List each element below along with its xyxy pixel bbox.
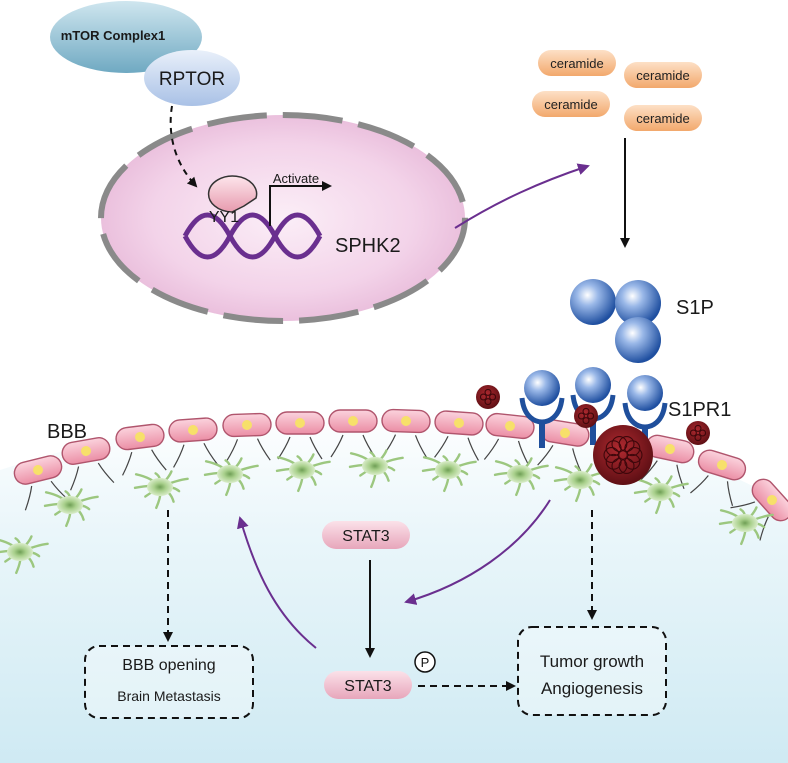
astrocyte bbox=[493, 457, 549, 497]
tumor-cluster bbox=[686, 421, 710, 445]
endothelial-cell bbox=[13, 455, 69, 511]
stat3-protein: STAT3 bbox=[322, 521, 410, 549]
dna-helix bbox=[182, 212, 323, 260]
brain-metastasis-label: Brain Metastasis bbox=[117, 688, 220, 704]
astrocyte bbox=[275, 453, 331, 493]
astrocyte bbox=[43, 488, 99, 528]
astrocyte bbox=[633, 475, 689, 515]
rptor: RPTOR bbox=[144, 50, 240, 106]
endothelial-cell bbox=[275, 411, 325, 460]
angiogenesis-label: Angiogenesis bbox=[541, 679, 643, 698]
astrocyte bbox=[133, 470, 189, 510]
ceramide-group: ceramide ceramide ceramide ceramide bbox=[532, 50, 702, 131]
tumor-cluster bbox=[574, 404, 598, 428]
yy1-label: YY1 bbox=[209, 209, 239, 226]
ceramide-label: ceramide bbox=[636, 68, 689, 83]
endothelial-cell bbox=[222, 412, 272, 463]
ceramide-pill: ceramide bbox=[538, 50, 616, 76]
sphk2-to-ceramide-arrow bbox=[454, 163, 590, 229]
pstat3-protein: STAT3 bbox=[324, 671, 412, 699]
endothelial-cell bbox=[168, 417, 218, 468]
ceramide-pill: ceramide bbox=[624, 105, 702, 131]
endothelial-cell bbox=[115, 423, 167, 476]
mtor-complex-label: mTOR Complex1 bbox=[61, 28, 166, 43]
outcome-box-bbb: BBB opening Brain Metastasis bbox=[84, 645, 254, 719]
tumor-growth-label: Tumor growth bbox=[540, 652, 644, 671]
cell-nucleus bbox=[98, 112, 468, 324]
tumor-clusters bbox=[476, 385, 710, 485]
astrocyte bbox=[348, 449, 404, 489]
yy1-factor: YY1 bbox=[207, 175, 258, 226]
ceramide-label: ceramide bbox=[636, 111, 689, 126]
endothelial-cell bbox=[640, 434, 695, 490]
bbb-opening-label: BBB opening bbox=[122, 657, 215, 674]
endothelial-cell bbox=[483, 412, 535, 465]
s1p-spheres bbox=[570, 279, 661, 363]
outcome-box-tumor: Tumor growth Angiogenesis bbox=[517, 626, 667, 716]
tumor-cluster bbox=[593, 425, 653, 485]
ceramide-pill: ceramide bbox=[624, 62, 702, 88]
activate-arrow bbox=[269, 181, 332, 226]
astrocyte bbox=[421, 453, 477, 493]
endothelial-cell bbox=[730, 478, 788, 541]
s1pr1-label: S1PR1 bbox=[668, 399, 731, 421]
sphk2-label: SPHK2 bbox=[335, 235, 401, 257]
mtor-complex1: mTOR Complex1 bbox=[50, 1, 202, 73]
tumor-cluster bbox=[476, 385, 500, 409]
endothelial-cell bbox=[381, 408, 431, 459]
phospho-badge: P bbox=[414, 651, 436, 673]
astrocyte bbox=[553, 463, 609, 503]
astrocyte bbox=[203, 457, 259, 497]
activate-label: Activate bbox=[273, 171, 319, 186]
ceramide-label: ceramide bbox=[544, 97, 597, 112]
bbb-label: BBB bbox=[47, 421, 87, 443]
pstat3-to-bbb-arrow bbox=[237, 516, 317, 649]
ceramide-pill: ceramide bbox=[532, 91, 610, 117]
endothelial-cell bbox=[61, 437, 115, 491]
receptor-to-stat3-arrow bbox=[404, 499, 551, 605]
pstat3-label: STAT3 bbox=[344, 678, 392, 695]
rptor-label: RPTOR bbox=[159, 69, 225, 90]
astrocyte bbox=[718, 506, 774, 546]
s1p-label: S1P bbox=[676, 297, 714, 319]
astrocyte bbox=[0, 535, 49, 575]
astrocyte-layer bbox=[0, 449, 774, 575]
s1pr1-receptor bbox=[519, 370, 565, 448]
phospho-label: P bbox=[421, 655, 430, 670]
endothelial-cell bbox=[434, 410, 484, 461]
s1pr1-receptors bbox=[519, 367, 668, 453]
endothelial-cell bbox=[690, 449, 747, 507]
bbb-endothelium bbox=[13, 408, 788, 541]
ceramide-label: ceramide bbox=[550, 56, 603, 71]
brain-tissue-region bbox=[0, 407, 788, 763]
stat3-label: STAT3 bbox=[342, 528, 390, 545]
